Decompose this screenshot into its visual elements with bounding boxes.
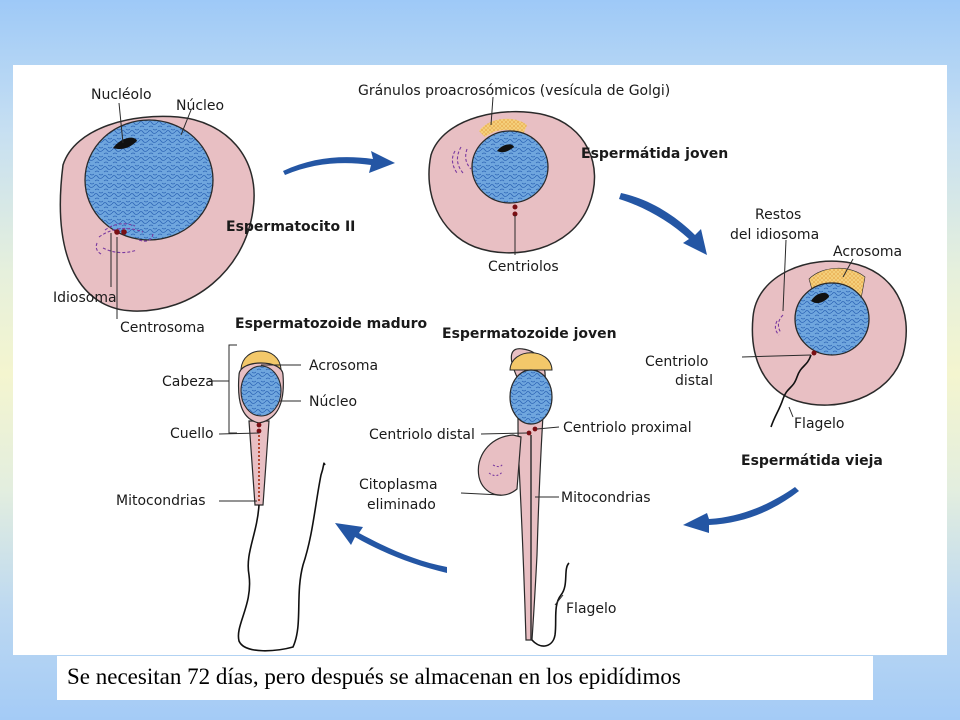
label-citoplasma-1: Citoplasma — [359, 477, 438, 493]
label-espermatocito: Espermatocito II — [226, 219, 355, 235]
espermatozoide-maduro-leaders — [209, 344, 301, 502]
arrows — [283, 151, 799, 573]
label-mitocondrias-maduro: Mitocondrias — [116, 493, 206, 509]
spermiogenesis-diagram: Nucléolo Núcleo Espermatocito II Idiosom… — [53, 83, 907, 652]
label-espermatozoide-joven: Espermatozoide joven — [442, 326, 617, 342]
centriole-distal — [811, 350, 817, 356]
espermatocito-cell — [59, 115, 255, 312]
label-centrosoma: Centrosoma — [120, 320, 205, 336]
espermatida-joven-leaders — [490, 96, 516, 255]
nucleus — [794, 282, 870, 356]
centriole-distal — [526, 430, 532, 436]
flagellum — [770, 354, 812, 428]
idiosoma — [451, 146, 472, 174]
label-nucleo: Núcleo — [176, 98, 224, 114]
label-cabeza: Cabeza — [162, 374, 214, 390]
centrosome-1 — [114, 229, 120, 235]
label-centriolo-distal-2: distal — [675, 373, 713, 389]
label-flagelo-joven: Flagelo — [566, 601, 616, 617]
centriole-1 — [512, 204, 518, 210]
label-acrosoma-maduro: Acrosoma — [309, 358, 378, 374]
nucleus — [240, 365, 282, 417]
flagellum — [531, 562, 570, 647]
label-centriolo-distal-1: Centriolo — [645, 354, 708, 370]
arrow-1 — [283, 151, 395, 175]
arrow-4 — [335, 523, 447, 573]
cytoplasm-dots — [488, 462, 504, 477]
nucleolus — [113, 137, 137, 150]
residual-cytoplasm — [477, 434, 522, 496]
label-centriolo-distal-joven: Centriolo distal — [369, 427, 475, 443]
arrow-3 — [683, 487, 799, 533]
idiosoma — [95, 223, 154, 256]
label-centriolos: Centriolos — [488, 259, 559, 275]
espermatida-joven-cell — [428, 110, 596, 254]
espermatozoide-joven-leaders — [460, 426, 564, 606]
label-espermatida-vieja: Espermátida vieja — [741, 453, 883, 469]
label-centriolo-proximal: Centriolo proximal — [563, 420, 692, 436]
label-restos-1: Restos — [755, 207, 801, 223]
diagram-panel: Nucléolo Núcleo Espermatocito II Idiosom… — [13, 65, 947, 655]
label-nucleo-maduro: Núcleo — [309, 394, 357, 410]
nucleolus — [497, 144, 514, 153]
label-espermatida-joven: Espermátida joven — [581, 146, 728, 162]
espermatozoide-maduro — [237, 350, 326, 652]
acrosome — [509, 352, 553, 371]
label-cuello: Cuello — [170, 426, 214, 442]
label-citoplasma-2: eliminado — [367, 497, 436, 513]
label-acrosoma-vieja: Acrosoma — [833, 244, 902, 260]
label-espermatozoide-maduro: Espermatozoide maduro — [235, 316, 428, 332]
label-granulos: Gránulos proacrosómicos (vesícula de Gol… — [358, 83, 670, 99]
label-nucleolo: Nucléolo — [91, 87, 152, 103]
neck-centriole-1 — [256, 422, 262, 428]
espermatida-vieja-cell — [751, 260, 907, 428]
caption-text: Se necesitan 72 días, pero después se al… — [57, 656, 873, 700]
espermatida-vieja-leaders — [741, 239, 854, 418]
arrow-2 — [619, 193, 707, 255]
label-flagelo-vieja: Flagelo — [794, 416, 844, 432]
idiosome-remnants — [774, 314, 784, 336]
centriole-2 — [512, 211, 518, 217]
centrosome-2 — [121, 229, 127, 235]
espermatocito-leaders — [110, 102, 192, 319]
nucleus — [84, 119, 214, 241]
tail — [237, 462, 326, 652]
nucleus — [471, 130, 549, 204]
nucleolus — [811, 292, 829, 304]
nucleus — [509, 369, 553, 425]
label-idiosoma: Idiosoma — [53, 290, 117, 306]
label-restos-2: del idiosoma — [730, 227, 819, 243]
label-mitocondrias-joven: Mitocondrias — [561, 490, 651, 506]
neck-centriole-2 — [256, 428, 262, 434]
espermatozoide-joven — [477, 348, 570, 647]
centriole-proximal — [532, 426, 538, 432]
